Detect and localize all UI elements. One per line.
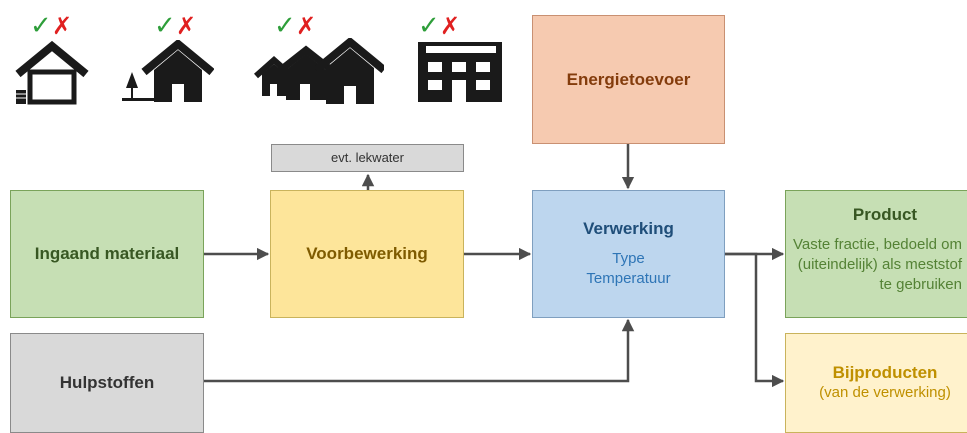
house-with-garden-group: ✓ ✗ (122, 10, 214, 108)
detached-house-group: ✓ ✗ (12, 10, 92, 108)
bijproducten-sublabel: (van de verwerking) (819, 384, 951, 401)
energietoevoer-box: Energietoevoer (532, 15, 725, 144)
voorbewerking-label: Voorbewerking (306, 244, 428, 263)
check-icon: ✓ (274, 10, 296, 40)
detached-house-icon (15, 40, 89, 105)
hulpstoffen-box: Hulpstoffen (10, 333, 204, 433)
verwerking-temperatuur: Temperatuur (586, 270, 671, 287)
verwerking-type: Type (612, 250, 645, 267)
cross-icon: ✗ (440, 13, 461, 40)
check-icon: ✓ (154, 10, 176, 40)
cross-icon: ✗ (52, 13, 73, 40)
product-description: Vaste fractie, bedoeld om (uiteindelijk)… (793, 236, 962, 293)
verwerking-label: Verwerking (583, 219, 674, 238)
cross-icon: ✗ (296, 13, 317, 40)
row-houses-icon (254, 38, 384, 104)
product-box: Product Vaste fractie, bedoeld om (uitei… (785, 190, 967, 318)
product-label: Product (852, 205, 918, 224)
energietoevoer-label: Energietoevoer (566, 69, 691, 89)
row-houses-group: ✓ ✗ (254, 10, 384, 108)
office-building-icon (418, 42, 502, 102)
check-icon: ✓ (418, 10, 440, 40)
voorbewerking-box: Voorbewerking (270, 190, 464, 318)
ingaand-materiaal-label: Ingaand materiaal (34, 244, 180, 263)
lekwater-box: evt. lekwater (271, 144, 464, 172)
bijproducten-label: Bijproducten (832, 363, 938, 382)
arrow-hulpstoffen-to-verwerking (204, 318, 635, 383)
office-building-group: ✓ ✗ (414, 10, 506, 108)
cross-icon: ✗ (176, 13, 197, 40)
verwerking-box: Verwerking Type Temperatuur (532, 190, 725, 318)
lekwater-label: evt. lekwater (331, 150, 404, 165)
house-with-garden-icon (122, 40, 214, 102)
check-icon: ✓ (30, 10, 52, 40)
ingaand-materiaal-box: Ingaand materiaal (10, 190, 204, 318)
arrow-verwerking-to-bijproducten (725, 252, 785, 388)
hulpstoffen-label: Hulpstoffen (59, 373, 155, 392)
bijproducten-box: Bijproducten (van de verwerking) (785, 333, 967, 433)
flow-connectors (204, 144, 785, 388)
